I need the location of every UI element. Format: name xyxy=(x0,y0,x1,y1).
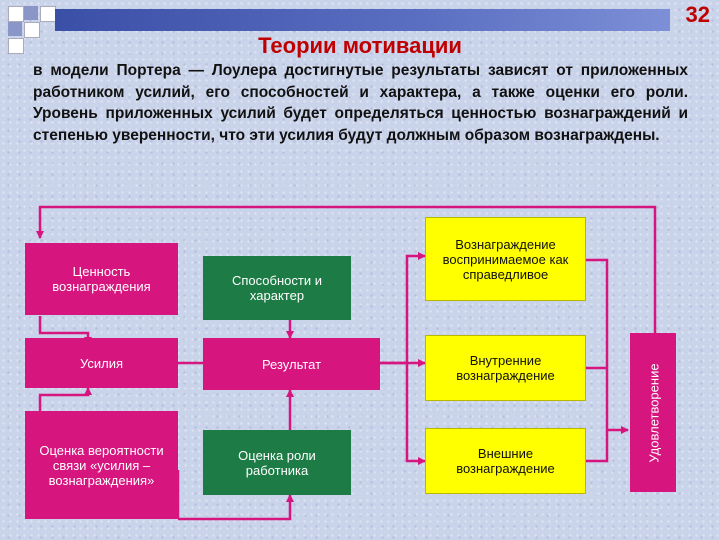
effort-label: Усилия xyxy=(79,355,124,371)
intro-text: в модели Портера — Лоулера достигнутые р… xyxy=(33,62,688,144)
probability-label: Оценка вероятности связи «усилия – возна… xyxy=(39,442,164,488)
role-assessment-label: Оценка роли работника xyxy=(238,447,316,478)
perceived-to-satisfaction-line xyxy=(586,258,629,434)
feedback-line xyxy=(36,205,657,333)
role-assessment-box: Оценка роли работника xyxy=(203,430,351,495)
perceived-reward-label: Вознаграждение воспринимаемое как справе… xyxy=(442,236,569,282)
internal-reward-box: Внутренние вознаграждение xyxy=(425,335,586,401)
value-of-reward-label: Ценность вознаграждения xyxy=(52,264,151,294)
result-label: Результат xyxy=(261,356,322,372)
result-box: Результат xyxy=(203,338,380,390)
external-reward-label: Внешние вознаграждение xyxy=(456,446,555,476)
slide-title: Теории мотивации xyxy=(258,33,462,58)
result-to-external-line xyxy=(405,363,426,465)
internal-reward-label: Внутренние вознаграждение xyxy=(456,353,555,383)
external-to-satisfaction-line xyxy=(586,430,609,463)
satisfaction-box xyxy=(630,333,676,492)
probability-bottom-line xyxy=(178,494,294,521)
value-of-reward-box: Ценность вознаграждения xyxy=(25,243,178,315)
slide-number: 32 xyxy=(685,2,710,27)
probability-to-effort-line xyxy=(38,387,92,411)
effort-box: Усилия xyxy=(25,338,178,388)
top-bar xyxy=(55,9,670,31)
external-reward-box: Внешние вознаграждение xyxy=(425,428,586,494)
perceived-reward-box: Вознаграждение воспринимаемое как справе… xyxy=(425,217,586,301)
abilities-box: Способности и характер xyxy=(203,256,351,320)
probability-box: Оценка вероятности связи «усилия – возна… xyxy=(25,411,178,519)
abilities-label: Способности и характер xyxy=(232,273,322,303)
satisfaction-label: Удовлетворение xyxy=(646,363,662,463)
result-to-perceived-line xyxy=(380,252,426,365)
